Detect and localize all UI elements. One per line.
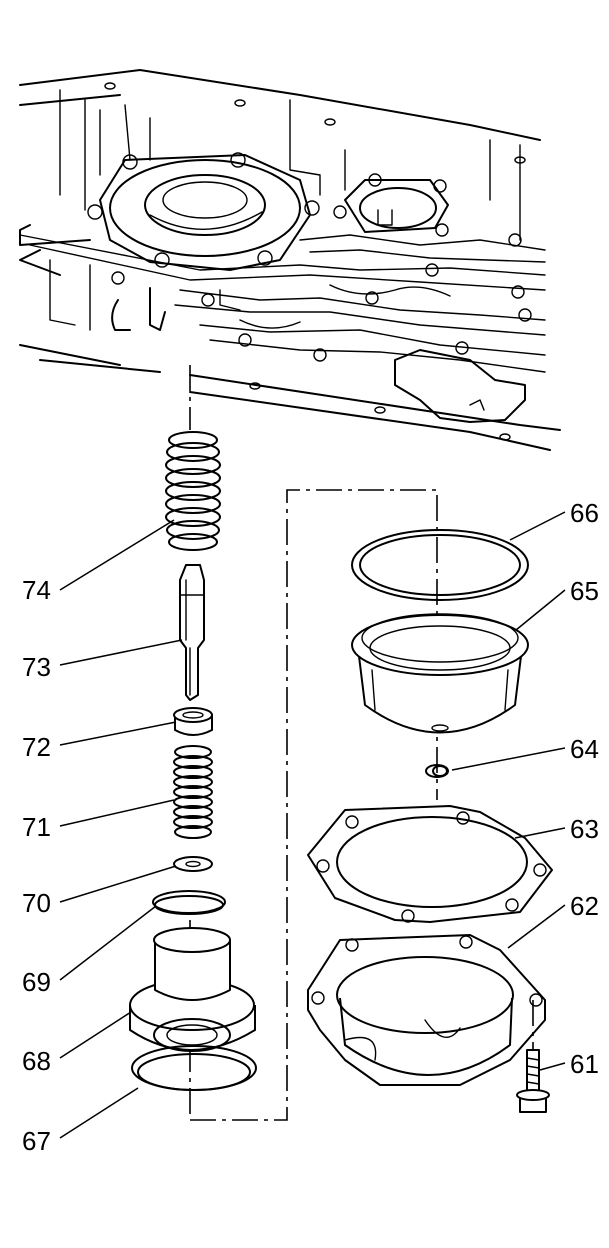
part-63-gasket xyxy=(307,805,553,923)
callout-73: 73 xyxy=(22,652,51,682)
callout-68: 68 xyxy=(22,1046,51,1076)
part-65-servo-cover xyxy=(351,613,529,734)
callout-70: 70 xyxy=(22,888,51,918)
callout-64: 64 xyxy=(570,734,599,764)
part-66-o-ring xyxy=(351,529,529,601)
part-67-seal-ring xyxy=(131,1045,257,1091)
part-72-retainer xyxy=(173,707,213,736)
callout-72: 72 xyxy=(22,732,51,762)
leader-lines xyxy=(59,511,566,1139)
callout-labels: 74 73 72 71 70 69 68 67 66 65 64 63 62 6… xyxy=(22,498,599,1156)
callout-67: 67 xyxy=(22,1126,51,1156)
part-73-servo-pin xyxy=(179,564,205,701)
callout-71: 71 xyxy=(22,812,51,842)
callout-74: 74 xyxy=(22,575,51,605)
part-71-cushion-spring xyxy=(173,745,213,839)
part-62-cover-housing xyxy=(307,934,546,1086)
part-64-retaining-ring xyxy=(425,764,449,778)
callout-66: 66 xyxy=(570,498,599,528)
callout-69: 69 xyxy=(22,967,51,997)
transmission-case xyxy=(19,69,561,451)
part-61-bolt xyxy=(516,1000,550,1113)
part-70-washer xyxy=(173,856,213,872)
callout-62: 62 xyxy=(570,891,599,921)
part-74-servo-spring xyxy=(165,431,221,551)
callout-61: 61 xyxy=(570,1049,599,1079)
part-69-seal-ring xyxy=(152,890,226,915)
callout-63: 63 xyxy=(570,814,599,844)
callout-65: 65 xyxy=(570,576,599,606)
part-68-servo-piston xyxy=(129,927,256,1052)
